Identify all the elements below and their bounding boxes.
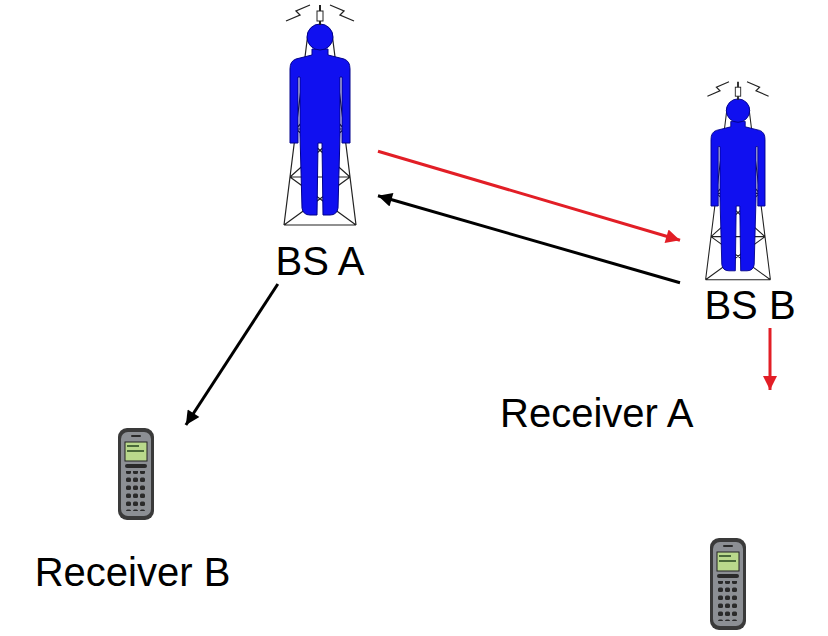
node-label: BS B: [704, 282, 795, 328]
base-station-tower: [706, 82, 771, 280]
signal-arrow: [186, 284, 278, 425]
receiver-label-box: Receiver B: [20, 425, 245, 595]
base-station-label-box: BS B: [680, 78, 820, 328]
base-station-label-box: BS A: [262, 0, 378, 284]
node-label: Receiver A: [500, 390, 693, 436]
mobile-phone: [710, 538, 746, 630]
mobile-phone: [118, 428, 154, 520]
base-station-tower: [284, 5, 356, 225]
node-label: Receiver B: [35, 549, 231, 595]
signal-arrow: [769, 328, 772, 390]
signal-arrow: [378, 196, 680, 283]
signal-arrow: [378, 151, 680, 240]
receiver-label-box: Receiver A: [498, 390, 788, 634]
node-label: BS A: [276, 238, 365, 284]
